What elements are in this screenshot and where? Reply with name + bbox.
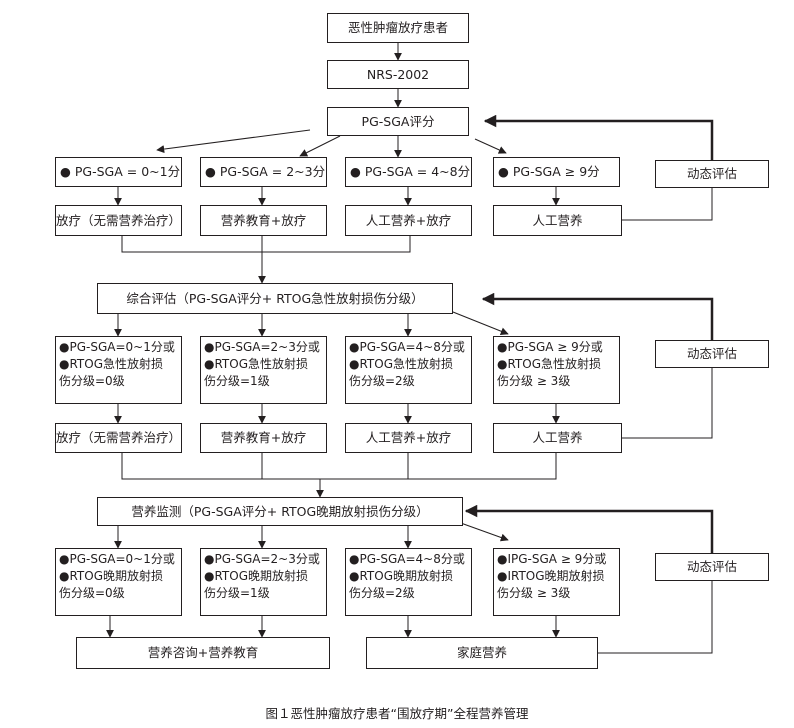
stage1-group-2: ● PG-SGA = 4~8分 <box>345 157 472 187</box>
stage3-group-2: ●PG-SGA=4~8分或 ●RTOG晚期放射损 伤分级=2级 <box>345 548 472 616</box>
stage1-group-3: ● PG-SGA ≥ 9分 <box>493 157 620 187</box>
stage3-treatment-consult: 营养咨询+营养教育 <box>76 637 330 669</box>
stage2-group-3: ●PG-SGA ≥ 9分或 ●RTOG急性放射损 伤分级 ≥ 3级 <box>493 336 620 404</box>
node-nrs2002: NRS-2002 <box>327 60 469 89</box>
stage1-treatment-2: 人工营养+放疗 <box>345 205 472 236</box>
edge-pgsga-g0 <box>156 129 311 154</box>
dynamic-assessment-1: 动态评估 <box>655 160 769 188</box>
stage3-group-1: ●PG-SGA=2~3分或 ●RTOG晚期放射损 伤分级=1级 <box>200 548 327 616</box>
edge-t3-dyn1 <box>622 188 713 221</box>
stage2-treatment-2: 人工营养+放疗 <box>345 423 472 453</box>
edge-s2-merge <box>121 453 557 480</box>
stage2-group-1: ●PG-SGA=2~3分或 ●RTOG急性放射损 伤分级=1级 <box>200 336 327 404</box>
edge-t3-dyn2 <box>622 368 713 439</box>
edge-pgsga-g3 <box>474 138 507 154</box>
node-patients: 恶性肿瘤放疗患者 <box>327 13 469 43</box>
node-comprehensive-assessment: 综合评估（PG-SGA评分+ RTOG急性放射损伤分级） <box>97 283 453 314</box>
edge-comp-g3 <box>447 309 509 336</box>
edge-mon-g3 <box>457 521 509 542</box>
dynamic-assessment-3: 动态评估 <box>655 553 769 581</box>
edge-home-dyn3 <box>598 581 713 654</box>
edge-pgsga-g1 <box>299 135 341 157</box>
stage2-group-0: ●PG-SGA=0~1分或 ●RTOG急性放射损 伤分级=0级 <box>55 336 182 404</box>
stage3-group-0: ●PG-SGA=0~1分或 ●RTOG晚期放射损 伤分级=0级 <box>55 548 182 616</box>
edge-dyn2-comp <box>481 292 714 340</box>
dynamic-assessment-2: 动态评估 <box>655 340 769 368</box>
stage3-group-3: ●IPG-SGA ≥ 9分或 ●IRTOG晚期放射损 伤分级 ≥ 3级 <box>493 548 620 616</box>
node-nutrition-monitoring: 营养监测（PG-SGA评分+ RTOG晚期放射损伤分级） <box>97 497 463 526</box>
stage1-treatment-1: 营养教育+放疗 <box>200 205 327 236</box>
stage2-treatment-1: 营养教育+放疗 <box>200 423 327 453</box>
edge-dyn1-pgsga <box>483 114 714 160</box>
stage3-treatment-home: 家庭营养 <box>366 637 598 669</box>
edge-s1-merge <box>121 236 411 253</box>
node-pgsga-score: PG-SGA评分 <box>327 107 469 136</box>
stage2-treatment-0: 放疗（无需营养治疗） <box>55 423 182 453</box>
stage1-group-0: ● PG-SGA = 0~1分 <box>55 157 182 187</box>
stage1-treatment-3: 人工营养 <box>493 205 622 236</box>
edge-dyn3-mon <box>464 504 714 553</box>
stage2-treatment-3: 人工营养 <box>493 423 622 453</box>
figure-caption: 图１恶性肿瘤放疗患者“围放疗期”全程营养管理 <box>265 706 529 721</box>
stage2-group-2: ●PG-SGA=4~8分或 ●RTOG急性放射损 伤分级=2级 <box>345 336 472 404</box>
stage1-treatment-0: 放疗（无需营养治疗） <box>55 205 182 236</box>
stage1-group-1: ● PG-SGA = 2~3分 <box>200 157 327 187</box>
